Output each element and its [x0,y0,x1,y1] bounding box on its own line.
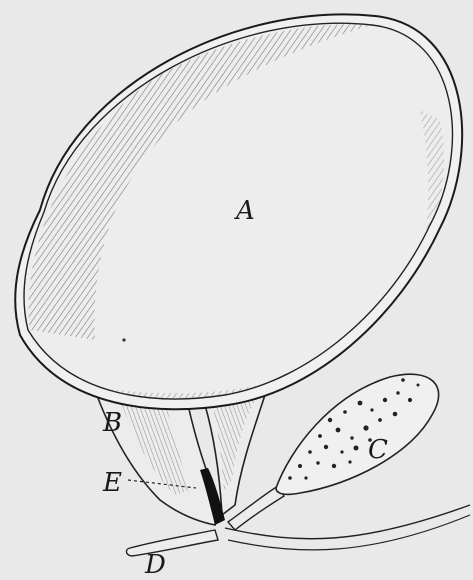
duct-d [126,530,218,556]
label-e: E [103,470,122,496]
label-d: D [145,552,166,578]
label-a: A [236,198,255,224]
gland-outline [276,374,439,494]
label-b: B [103,410,122,436]
label-c: C [368,437,388,463]
long-tube-lower [228,515,470,550]
sac-speck [122,338,125,341]
